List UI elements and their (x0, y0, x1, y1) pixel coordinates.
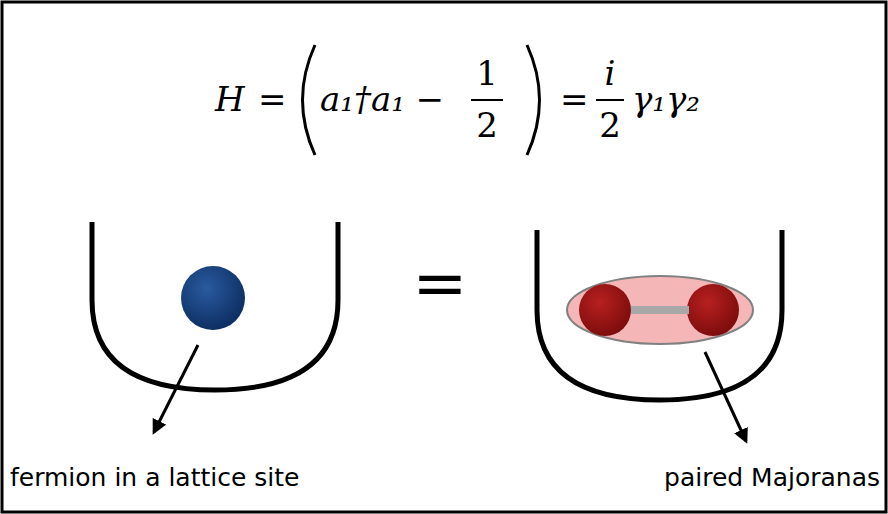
caption-label: paired Majoranas (664, 464, 880, 492)
fraction-denominator: 2 (476, 107, 498, 144)
equation-term: γ₁γ₂ (632, 81, 700, 118)
caption-label: fermion in a lattice site (10, 464, 299, 492)
fraction-denominator: 2 (599, 107, 621, 144)
fraction-numerator: 1 (476, 55, 498, 92)
pair-bond (631, 306, 689, 314)
majorana-ball (687, 284, 739, 336)
equals-sign: = (412, 247, 467, 320)
equation-symbol: H (215, 81, 245, 118)
fermion-ball (181, 266, 245, 330)
fraction-bar (596, 99, 624, 101)
leader-arrow (705, 352, 746, 441)
pair-ellipse (567, 276, 753, 344)
leader-arrow (154, 345, 198, 432)
equation-symbol: = (560, 81, 589, 118)
right-paren (527, 45, 540, 155)
left-paren (303, 45, 316, 155)
potential-well (537, 230, 782, 400)
equation-term: a₁†a₁ − (320, 81, 444, 118)
equation-symbol: = (258, 81, 287, 118)
fraction-numerator: i (605, 55, 616, 92)
majorana-ball (579, 284, 631, 336)
potential-well (92, 222, 338, 390)
fraction-bar (471, 99, 503, 101)
